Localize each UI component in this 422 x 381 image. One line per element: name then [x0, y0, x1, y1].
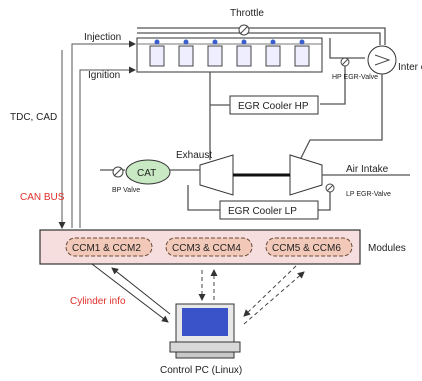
intake-pipe-top: [137, 27, 386, 45]
injection-line: [71, 40, 136, 228]
injection-label: Injection: [84, 32, 121, 43]
ignition-line: [79, 66, 136, 228]
egr-cooler-lp-label: EGR Cooler LP: [228, 206, 297, 217]
cylinder-1: [149, 45, 165, 67]
egr-cooler-hp-label: EGR Cooler HP: [238, 101, 309, 112]
egr-cooler-lp-box: [219, 200, 319, 220]
pc-to-ccm12-arrow: [111, 267, 171, 315]
ccm56-label: CCM5 & CCM6: [272, 243, 341, 254]
cat-label: CAT: [137, 168, 156, 179]
control-pc-label: Control PC (Linux): [160, 365, 242, 376]
intercooler-icon: [367, 45, 397, 75]
exhaust-label: Exhaust: [176, 150, 212, 161]
compressor-icon: [289, 154, 323, 196]
intercooler-down-pipe: [299, 74, 383, 161]
cylinder-4: [236, 45, 252, 67]
cylinder-info-label: Cylinder info: [70, 296, 126, 307]
cylinder-6: [294, 45, 310, 67]
ccm34-box: [165, 237, 253, 257]
ccm56-box: [265, 237, 353, 257]
ccm12-label: CCM1 & CCM2: [72, 243, 141, 254]
throttle-label: Throttle: [230, 8, 264, 19]
ccm56-pc-arrow-1: [243, 265, 297, 317]
can-bus-label: CAN BUS: [20, 192, 65, 203]
lp-egr-valve-label: LP EGR-Valve: [346, 191, 391, 198]
intercooler-label: Inter cooler: [398, 62, 422, 73]
air-intake-label: Air Intake: [346, 164, 389, 175]
hp-egr-valve-label: HP EGR-Valve: [332, 74, 378, 81]
cylinder-2: [178, 45, 194, 67]
hp-egr-pipe-2: [320, 60, 346, 105]
turbine-icon: [199, 154, 234, 196]
intercooler-pipe: [329, 38, 365, 59]
cylinder-row: [149, 45, 310, 67]
tdc-cad-label: TDC, CAD: [10, 112, 57, 123]
cylinder-3: [207, 45, 223, 67]
lp-egr-pipe: [187, 185, 220, 211]
ccm56-pc-arrow-2: [243, 271, 305, 325]
engine-block: [136, 37, 323, 73]
lp-egr-pipe-2: [318, 185, 331, 211]
control-pc-icon: [169, 303, 241, 359]
ccm12-to-pc-arrow: [91, 263, 169, 323]
ignition-label: Ignition: [88, 70, 120, 81]
cat-ellipse: [125, 159, 171, 185]
cylinder-5: [265, 45, 281, 67]
bp-valve-label: BP Valve: [112, 187, 140, 194]
intake-pipe-top-inner: [137, 32, 381, 45]
ccm34-label: CCM3 & CCM4: [172, 243, 241, 254]
ccm12-box: [65, 237, 153, 257]
modules-label: Modules: [368, 243, 406, 254]
